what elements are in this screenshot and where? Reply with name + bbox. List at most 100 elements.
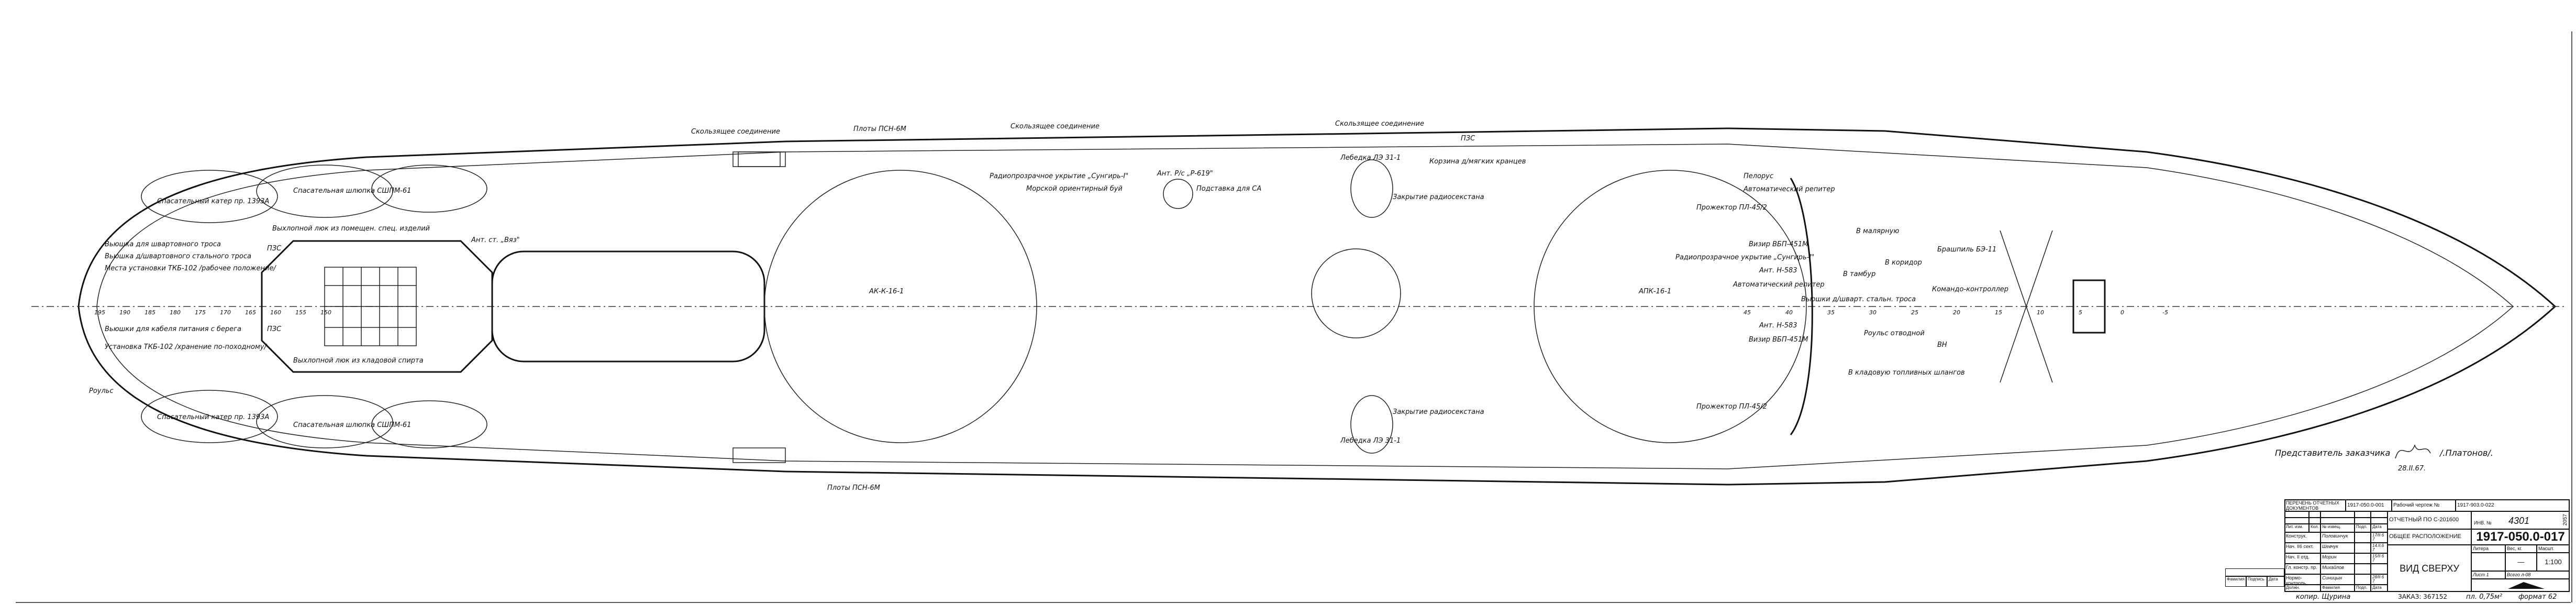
label-searchlight: Прожектор ПЛ-45/2 (1696, 403, 1767, 411)
drawing-number-cell: 1917-050.0-017 (2471, 529, 2570, 545)
frame-number: 170 (220, 309, 231, 316)
doc-list-cell: ПЕРЕЧЕНЬ ОТЧЕТНЫХ ДОКУМЕНТОВ (2284, 499, 2346, 511)
label-lifeboat: Спасательная шлюпка СШПМ-61 (293, 187, 411, 195)
small-block-col: Дата (2267, 576, 2284, 587)
windlass (2072, 279, 2106, 334)
hatch-grid (324, 267, 417, 346)
sa-stand (1163, 179, 1193, 209)
label-roller: Роульс (89, 387, 114, 395)
radome-small (1311, 248, 1401, 338)
frame-number: 5 (2079, 309, 2082, 316)
role: Конструк. (2284, 532, 2320, 543)
radome-forward (1534, 170, 1807, 443)
col-header-text: Дата (2372, 524, 2382, 529)
label-rafts: Плоты ПСН-6М (827, 484, 880, 492)
col-header-text: № извещ. (2322, 524, 2341, 529)
frame-number: 185 (145, 309, 156, 316)
small-block-text: Подпись (2248, 577, 2264, 582)
sign-date: 15/II 67 (2371, 553, 2388, 564)
lifeboat-port-2 (371, 165, 487, 213)
frame-number: 10 (2037, 309, 2044, 316)
col-header-text: Кол. (2311, 524, 2319, 529)
sheets-total: Всего л-08 (2507, 572, 2531, 577)
order-number: ЗАКАЗ: 367152 (2398, 593, 2447, 600)
lifeboat-port (256, 165, 393, 218)
frame-number: 165 (245, 309, 256, 316)
mooring-line (2000, 230, 2053, 383)
customer-representative-label: Представитель заказчика (2275, 448, 2390, 458)
customer-representative-name: /.Платонов/. (2439, 448, 2493, 458)
label-fender-basket: Корзина д/мягких кранцев (1429, 158, 1526, 166)
empty-cell (2355, 518, 2371, 524)
small-block-col: Фамилия (2225, 576, 2246, 587)
label-vn: ВН (1937, 341, 1947, 349)
label-winch: Лебедка ЛЭ 31-1 (1340, 154, 1401, 162)
label-radiosextant: Закрытие радиосекстана (1393, 193, 1484, 201)
signature-cell (2355, 574, 2371, 585)
label-lifeboat-cutter: Спасательный катер пр. 1393А (157, 413, 269, 421)
side-number: 2057 (2562, 514, 2568, 526)
label-auto-repeater: Автоматический репитер (1733, 281, 1825, 289)
frame-number: -5 (2162, 309, 2168, 316)
frame-number: 40 (1785, 309, 1793, 316)
doc-list-number-cell: 1917-050.0-001 (2346, 499, 2392, 511)
col-footer-text: Фамилия (2322, 585, 2340, 590)
report-label: ОТЧЕТНЫЙ ПО С-201600 (2389, 517, 2459, 523)
frame-number: 190 (119, 309, 130, 316)
scale-value-cell: 1:100 (2537, 553, 2570, 571)
lifeboat-cutter-stbd (141, 390, 278, 443)
subtitle-cell: ВИД СВЕРХУ (2388, 545, 2471, 592)
col-footer: Дата (2371, 585, 2388, 592)
label-tkb-stow: Установка ТКБ-102 /хранение по-походному… (105, 343, 267, 351)
label-exit-hatch: Выхлопной люк из помещен. спец. изделий (272, 225, 430, 233)
col-footer-text: Дата (2372, 585, 2382, 590)
small-block-text: Дата (2269, 577, 2278, 582)
empty-cell (2284, 511, 2309, 518)
label-antenna-r619: Ант. Р/с „Р-619" (1157, 170, 1213, 178)
scale-label: Масшт. (2538, 546, 2554, 551)
working-drawing-number-cell: 1917-903.0-022 (2456, 499, 2570, 511)
scale-cell: Масшт. (2537, 545, 2570, 553)
label-roller-guide: Роульс отводной (1864, 330, 1925, 337)
col-footer: Должн. (2284, 585, 2320, 592)
role-text: Конструк. (2286, 533, 2307, 539)
signer-name: Шевчук (2320, 543, 2355, 553)
rafts-port (732, 151, 786, 167)
col-header: № извещ. (2320, 524, 2355, 532)
label-sliding-joint: Скользящее соединение (1011, 123, 1100, 130)
lifeboat-stbd-2 (371, 400, 487, 448)
label-ak-1: АК-К-16-1 (869, 288, 904, 295)
doc-list-label: ПЕРЕЧЕНЬ ОТЧЕТНЫХ ДОКУМЕНТОВ (2286, 500, 2339, 511)
empty-cell (2309, 518, 2320, 524)
label-reel-mooring: Вьюшка для швартовного троса (105, 240, 221, 248)
signer-name-text: Морин (2322, 554, 2337, 560)
frame-number: 150 (320, 309, 331, 316)
signature-cell (2355, 564, 2371, 574)
col-footer-text: Должн. (2286, 585, 2300, 590)
role-text: Нач. II отд. (2286, 554, 2309, 560)
lifeboat-stbd (256, 395, 393, 448)
label-rafts: Плоты ПСН-6М (853, 125, 906, 133)
sign-date (2371, 564, 2388, 574)
title-cell: ОБЩЕЕ РАСПОЛОЖЕНИЕ (2388, 529, 2471, 545)
working-drawing-cell: Рабочий чертеж № (2392, 499, 2456, 511)
empty-cell (2355, 511, 2371, 518)
litera-cell: Литера (2471, 545, 2505, 553)
sign-date-text: 28/II 67 (2372, 575, 2384, 584)
label-pzs: ПЗС (1461, 135, 1475, 142)
label-radome: Радиопрозрачное укрытие „Сунгирь-I" (990, 172, 1128, 180)
signer-name-text: Михайлов (2322, 565, 2344, 570)
callout-labels: Скользящее соединение Плоты ПСН-6М Сколь… (89, 120, 2008, 492)
label-to-fuel-store: В кладовую топливных шлангов (1848, 369, 1965, 377)
radome-aft (764, 170, 1037, 443)
sign-date: 14.II.67 (2371, 543, 2388, 553)
drawing-title: ОБЩЕЕ РАСПОЛОЖЕНИЕ (2389, 533, 2462, 540)
label-visor: Визир ВБП-451М (1749, 240, 1808, 248)
inventory-number: 4301 (2508, 516, 2530, 526)
label-to-corridor: В коридор (1885, 259, 1922, 267)
label-windlass: Брашпиль БЭ-11 (1937, 246, 1996, 254)
signature-cell (2355, 543, 2371, 553)
litera-label: Литера (2473, 546, 2489, 551)
weight-cell: Вес, кг. (2505, 545, 2537, 553)
signer-name-text: Половинчук (2322, 533, 2348, 539)
